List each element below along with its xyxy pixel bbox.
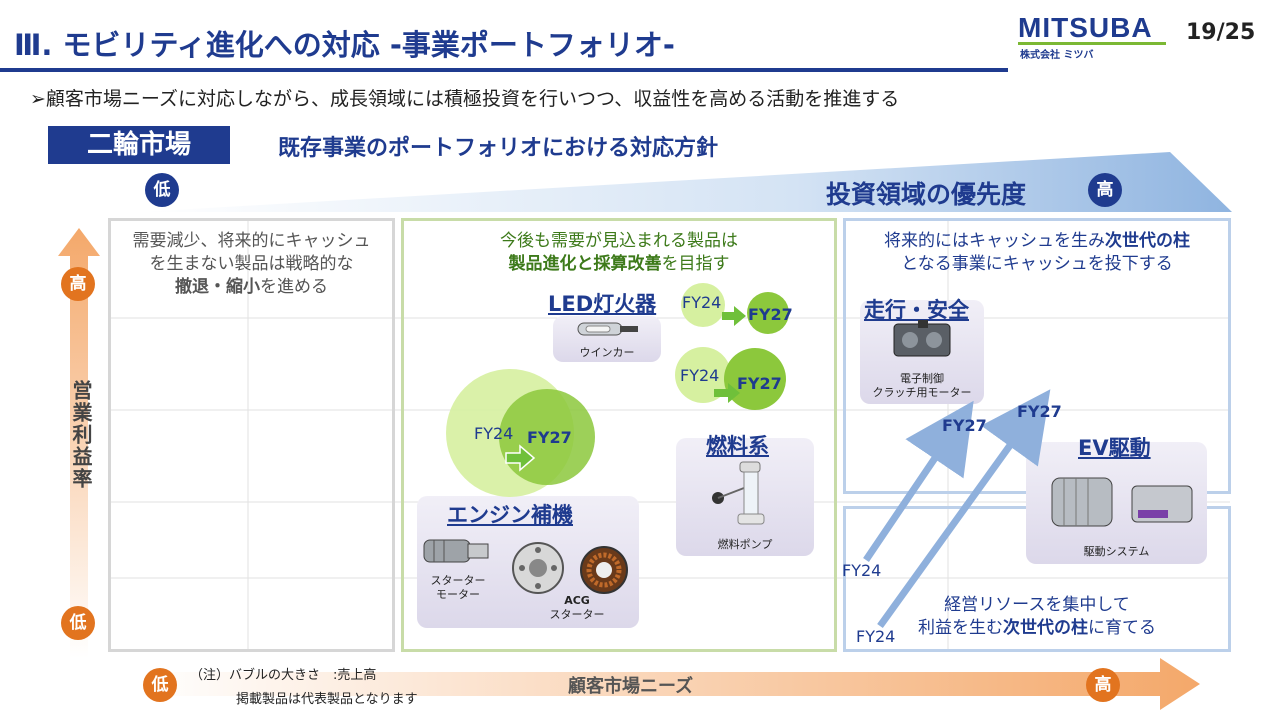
investment-priority-wedge [140,152,1232,212]
invest-policy-line-1: 将来的にはキャッシュを生み次世代の柱 [843,230,1231,253]
exit-policy-line-3-rest: を進める [260,276,328,297]
fuel-fy24-label: FY24 [680,366,720,385]
clutch-motor-caption: 電子制御 クラッチ用モーター [860,372,984,401]
ev-category-label: EV駆動 [1078,436,1151,460]
improve-policy-line-2: 製品進化と採算改善を目指す [401,253,837,276]
investment-low-marker: 低 [145,173,179,207]
drive-fy27-label: FY27 [942,416,987,435]
ev-growth-arrow [877,389,1051,629]
drive-category-label: 走行・安全 [864,298,969,322]
fuel-pump-caption: 燃料ポンプ [717,538,773,551]
investment-priority-label: 投資領域の優先度 [826,180,1027,209]
winker-image [577,322,638,336]
fuel-category-label: 燃料系 [706,434,769,458]
lead-text: ➢顧客市場ニーズに対応しながら、成長領域には積極投資を行いつつ、収益性を高める活… [30,88,900,110]
ev-drive-system-caption: 駆動システム [1083,545,1150,558]
page-number: 19/25 [1186,20,1256,45]
clutch-motor-caption-line-2: クラッチ用モーター [872,386,972,400]
acg-starter-caption-line-2: スターター [549,608,605,622]
x-axis-high-marker: 高 [1086,668,1120,702]
starter-motor-image [423,539,489,563]
ev-fy24-label: FY24 [856,627,896,646]
grow-policy-text: 経営リソースを集中して 利益を生む次世代の柱に育てる [843,594,1231,640]
led-growth-arrow [722,306,746,326]
exit-policy-line-3: 撤退・縮小を進める [108,276,395,299]
improve-policy-text: 今後も需要が見込まれる製品は 製品進化と採算改善を目指す [401,230,837,276]
grow-policy-line-2-post: に育てる [1088,617,1156,638]
starter-motor-caption-line-2: モーター [436,588,480,602]
segment-label: 二輪市場 [48,126,230,164]
engine-category-label: エンジン補機 [447,503,573,527]
exit-policy-line-1: 需要減少、将来的にキャッシュ [132,231,371,251]
led-fy27-label: FY27 [748,305,793,324]
investment-high-marker: 高 [1088,173,1122,207]
title-underline [0,68,1008,72]
grow-policy-line-2: 利益を生む次世代の柱に育てる [843,617,1231,640]
company-name: 株式会社 ミツバ [1020,50,1094,61]
fuel-fy27-bubble [724,348,786,410]
improve-policy-emphasis: 製品進化と採算改善 [508,253,662,274]
ev-fy27-label: FY27 [1017,402,1062,421]
engine-fy24-label: FY24 [474,424,514,443]
drive-fy24-label: FY24 [842,561,882,580]
led-fy24-bubble [681,283,725,327]
improve-policy-line-1: 今後も需要が見込まれる製品は [500,231,738,251]
invest-policy-emphasis: 次世代の柱 [1105,231,1190,251]
note-line-2: 掲載製品は代表製品となります [236,692,418,707]
y-axis-label: 営業利益率 [69,380,93,490]
winker-caption: ウインカー [579,346,635,359]
fuel-fy27-label: FY27 [737,374,782,393]
company-logo: MITSUBA [1018,12,1153,43]
quadrant-improve [401,218,837,652]
invest-policy-text: 将来的にはキャッシュを生み次世代の柱 となる事業にキャッシュを投下する [843,230,1231,276]
grow-policy-line-2-pre: 利益を生む [918,617,1003,638]
y-axis-arrow [58,228,100,658]
quadrant-exit [108,218,395,652]
starter-motor-caption: スターター モーター [418,574,498,603]
exit-policy-emphasis: 撤退・縮小 [175,276,260,297]
exit-policy-text: 需要減少、将来的にキャッシュ を生まない製品は戦略的な 撤退・縮小を進める [108,230,395,299]
y-axis-low-marker: 低 [61,606,95,640]
grow-policy-line-1: 経営リソースを集中して [944,595,1130,615]
acg-starter-caption: ACG スターター [540,594,614,623]
x-axis-arrow [140,658,1200,710]
acg-rotor-image [512,542,564,594]
page-title: Ⅲ. モビリティ進化への対応 -事業ポートフォリオ- [14,28,675,62]
note-line-1: （注）バブルの大きさ :売上高 [190,668,377,683]
clutch-motor-image [893,320,951,357]
exit-policy-line-2: を生まない製品は戦略的な [149,253,354,274]
x-axis-label: 顧客市場ニーズ [568,676,694,697]
invest-policy-line-2: となる事業にキャッシュを投下する [901,253,1173,274]
ev-drive-system-image [1051,477,1193,527]
drive-growth-arrow [863,400,974,562]
fuel-pump-image [712,461,765,525]
invest-policy-line-1-pre: 将来的にはキャッシュを生み [884,231,1105,251]
led-category-label: LED灯火器 [548,292,657,316]
acg-stator-image [580,546,628,594]
engine-growth-arrow [505,444,536,472]
acg-starter-caption-line-1: ACG [564,594,590,607]
fuel-growth-arrow [714,383,740,403]
x-axis-low-marker: 低 [143,668,177,702]
grow-policy-emphasis: 次世代の柱 [1003,617,1088,638]
led-fy24-label: FY24 [682,293,722,312]
engine-fy27-label: FY27 [527,428,572,447]
led-fy27-bubble [747,292,789,334]
logo-underline [1018,42,1166,45]
policy-title: 既存事業のポートフォリオにおける対応方針 [278,136,719,161]
improve-policy-line-2-rest: を目指す [661,253,730,274]
y-axis-high-marker: 高 [61,267,95,301]
starter-motor-caption-line-1: スターター [430,574,486,587]
clutch-motor-caption-line-1: 電子制御 [900,372,944,385]
